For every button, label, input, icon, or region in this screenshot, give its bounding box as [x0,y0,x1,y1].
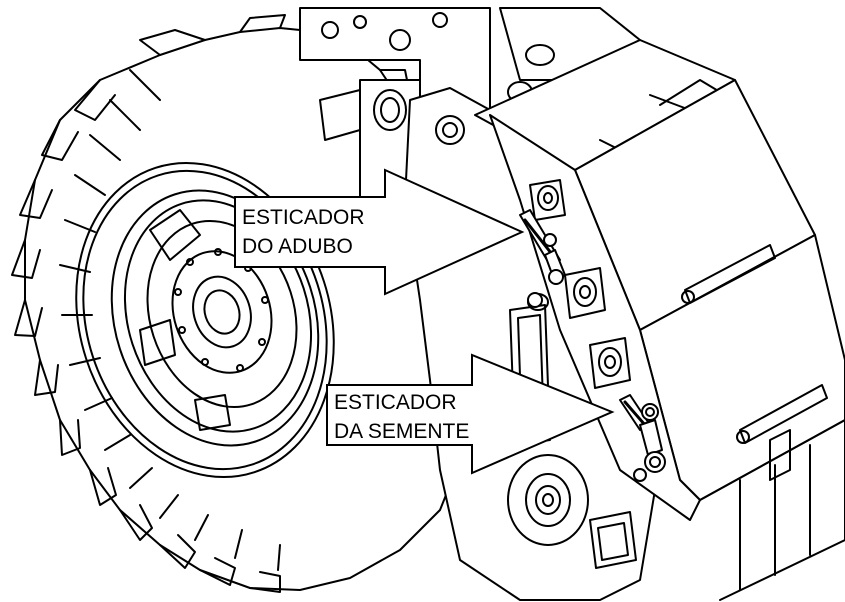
callout-label-seed-line2: DA SEMENTE [334,420,469,443]
callout-label-seed-line1: ESTICADOR [334,391,457,414]
callout-arrow-seed [326,353,615,475]
lower-sprocket [507,454,637,569]
callout-label-fertilizer-line2: DO ADUBO [242,235,353,258]
callout-fertilizer: ESTICADOR DO ADUBO [234,168,525,296]
bearing-lower [589,337,631,389]
seed-tensioner [619,394,666,482]
tractor-tire [11,14,471,593]
fertilizer-tensioner [519,209,566,308]
callout-seed: ESTICADOR DA SEMENTE [326,353,615,475]
wheel-rim [110,189,320,447]
callout-label-fertilizer-line1: ESTICADOR [242,206,365,229]
bearing-upper [529,179,566,221]
bearing-middle [564,267,606,319]
callout-arrow-fertilizer [234,168,525,296]
